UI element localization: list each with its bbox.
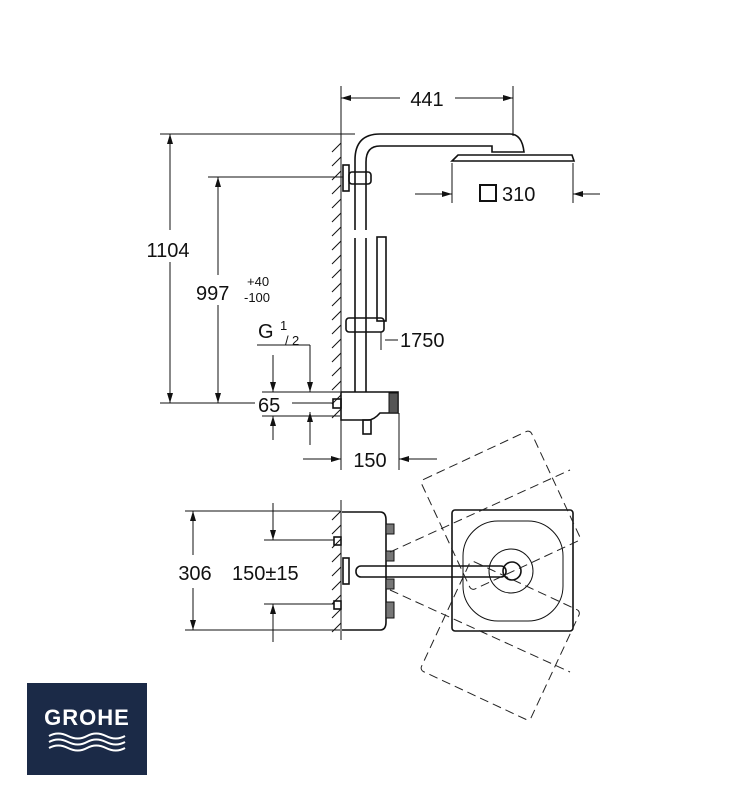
dim-65: 65 (258, 395, 280, 417)
hand-shower (376, 236, 387, 322)
logo-wordmark: GROHE (44, 705, 130, 730)
dim-1750: 1750 (400, 330, 445, 352)
dim-306: 306 (178, 563, 211, 585)
thread-slash: / (285, 333, 289, 348)
overhead-shower (450, 154, 576, 162)
rotation-range-outline (389, 430, 581, 721)
overhead-shower-top (451, 509, 574, 632)
wall-bracket (342, 164, 350, 192)
shower-arm-top (355, 565, 507, 578)
top-view: 306 150±15 (178, 430, 581, 721)
tolerance-minus: -100 (244, 290, 270, 305)
thread-numerator: 1 (280, 318, 287, 333)
dim-997: 997 (196, 283, 229, 305)
water-waves-icon (48, 732, 126, 752)
tolerance-plus: +40 (247, 274, 269, 289)
dim-150: 150 (353, 450, 386, 472)
square-icon (479, 184, 497, 202)
side-view: 441 310 1750 1104 997 +40 -100 G 1 (146, 86, 600, 472)
dim-150-15: 150±15 (232, 563, 299, 585)
dim-310: 310 (502, 184, 535, 206)
dim-1104: 1104 (146, 240, 189, 262)
grohe-logo: GROHE (27, 683, 147, 775)
slider (345, 317, 385, 333)
mixer-top (342, 511, 387, 631)
wall-hatching (331, 142, 342, 419)
shower-arm (354, 133, 525, 230)
thread-denominator: 2 (292, 333, 299, 348)
riser-pipe (354, 238, 367, 392)
dim-441: 441 (410, 89, 443, 111)
thread-label: G (258, 321, 274, 343)
